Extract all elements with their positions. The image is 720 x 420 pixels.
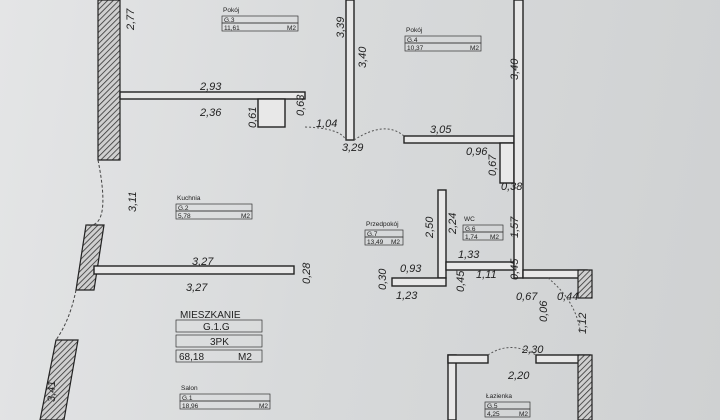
- room-code: G.7: [367, 231, 378, 238]
- room-area: 1,74: [465, 234, 478, 241]
- dim-1-12: 1,12: [577, 313, 589, 334]
- dim-0-45-a: 0,45: [455, 270, 467, 292]
- dim-0-93: 0,93: [400, 263, 422, 275]
- room-area: 10,37: [407, 45, 424, 52]
- dim-3-11: 3,11: [127, 191, 139, 212]
- dim-0-61: 0,61: [247, 107, 259, 128]
- dim-0-67-b: 0,67: [516, 291, 538, 303]
- room-code: G.3: [224, 17, 235, 24]
- dim-1-11: 1,11: [476, 269, 497, 281]
- apartment-title: MIESZKANIE: [180, 310, 241, 321]
- dim-1-33: 1,33: [458, 249, 480, 261]
- room-label-lazienka: Łazienka G.5 4,25 M2: [484, 393, 531, 418]
- dim-0-28: 0,28: [301, 262, 313, 284]
- room-area: 4,25: [487, 411, 500, 418]
- dim-2-93: 2,93: [199, 81, 222, 93]
- dim-3-27-b: 3,27: [186, 282, 208, 294]
- dim-0-67: 0,67: [487, 154, 499, 176]
- apartment-area: 68,18: [179, 352, 204, 363]
- room-unit: M2: [519, 411, 528, 418]
- dim-0-45-b: 0,45: [509, 258, 521, 280]
- room-name: Przedpokój: [366, 221, 399, 228]
- dim-3-05: 3,05: [430, 124, 452, 136]
- room-name: Pokój: [223, 7, 239, 14]
- room-name: WC: [464, 216, 475, 223]
- room-code: G.4: [407, 37, 418, 44]
- apartment-rooms: 3PK: [210, 337, 229, 348]
- room-unit: M2: [470, 45, 479, 52]
- room-label-przedpokoj: Przedpokój G.7 13,49 M2: [364, 221, 404, 246]
- room-unit: M2: [287, 25, 296, 32]
- room-code: G.5: [487, 403, 498, 410]
- dim-0-06: 0,06: [538, 300, 550, 322]
- apartment-unit: M2: [238, 352, 252, 363]
- dim-3-40-b: 3,40: [509, 58, 521, 80]
- dim-3-39: 3,39: [335, 17, 347, 38]
- dim-2-20: 2,20: [507, 370, 530, 382]
- room-area: 13,49: [367, 239, 384, 246]
- dim-0-44: 0,44: [557, 291, 578, 303]
- dim-3-27-a: 3,27: [192, 256, 214, 268]
- room-code: G.2: [178, 205, 189, 212]
- room-name: Pokój: [406, 27, 422, 34]
- room-area: 11,61: [224, 25, 240, 32]
- dim-3-41: 3,41: [46, 381, 58, 402]
- room-label-wc: WC G.6 1,74 M2: [462, 216, 504, 241]
- room-name: Kuchnia: [177, 195, 201, 202]
- door-swings: [304, 126, 581, 356]
- room-name: Salon: [181, 385, 198, 392]
- room-unit: M2: [490, 234, 499, 241]
- dim-0-63: 0,63: [295, 94, 307, 116]
- dim-0-30: 0,30: [377, 268, 389, 290]
- room-area: 18,96: [182, 403, 199, 410]
- left-exterior-wall: [39, 0, 121, 420]
- dim-2-30: 2,30: [521, 344, 544, 356]
- room-label-pokoj-1: Pokój G.3 11,61 M2: [221, 7, 299, 32]
- room-label-salon: Salon G.1 18,96 M2: [179, 385, 271, 410]
- room-code: G.6: [465, 226, 476, 233]
- dim-3-29: 3,29: [342, 142, 363, 154]
- dim-2-36: 2,36: [199, 107, 222, 119]
- dim-0-96: 0,96: [466, 146, 488, 158]
- room-code: G.1: [182, 395, 193, 402]
- dim-0-38: 0,38: [501, 181, 523, 193]
- dim-2-24: 2,24: [447, 213, 459, 235]
- dim-3-40-a: 3,40: [357, 46, 369, 68]
- interior-walls: [93, 0, 591, 420]
- room-unit: M2: [391, 239, 400, 246]
- dimension-labels: 2,77 3,39 3,40 3,40 2,93 2,36 0,61 0,63 …: [46, 8, 589, 402]
- dim-1-23: 1,23: [396, 290, 418, 302]
- dim-2-50: 2,50: [424, 216, 436, 239]
- dim-1-04: 1,04: [316, 118, 337, 130]
- apartment-number: G.1.G: [203, 322, 230, 333]
- room-unit: M2: [241, 213, 250, 220]
- room-label-pokoj-2: Pokój G.4 10,37 M2: [404, 27, 482, 52]
- room-unit: M2: [259, 403, 268, 410]
- room-area: 5,78: [178, 213, 191, 220]
- dim-1-57: 1,57: [509, 216, 521, 238]
- room-label-kuchnia: Kuchnia G.2 5,78 M2: [175, 195, 253, 220]
- apartment-info: MIESZKANIE G.1.G 3PK 68,18 M2: [175, 310, 263, 363]
- room-name: Łazienka: [486, 393, 512, 400]
- right-hatched-walls: [577, 269, 593, 420]
- dim-2-77: 2,77: [125, 8, 137, 31]
